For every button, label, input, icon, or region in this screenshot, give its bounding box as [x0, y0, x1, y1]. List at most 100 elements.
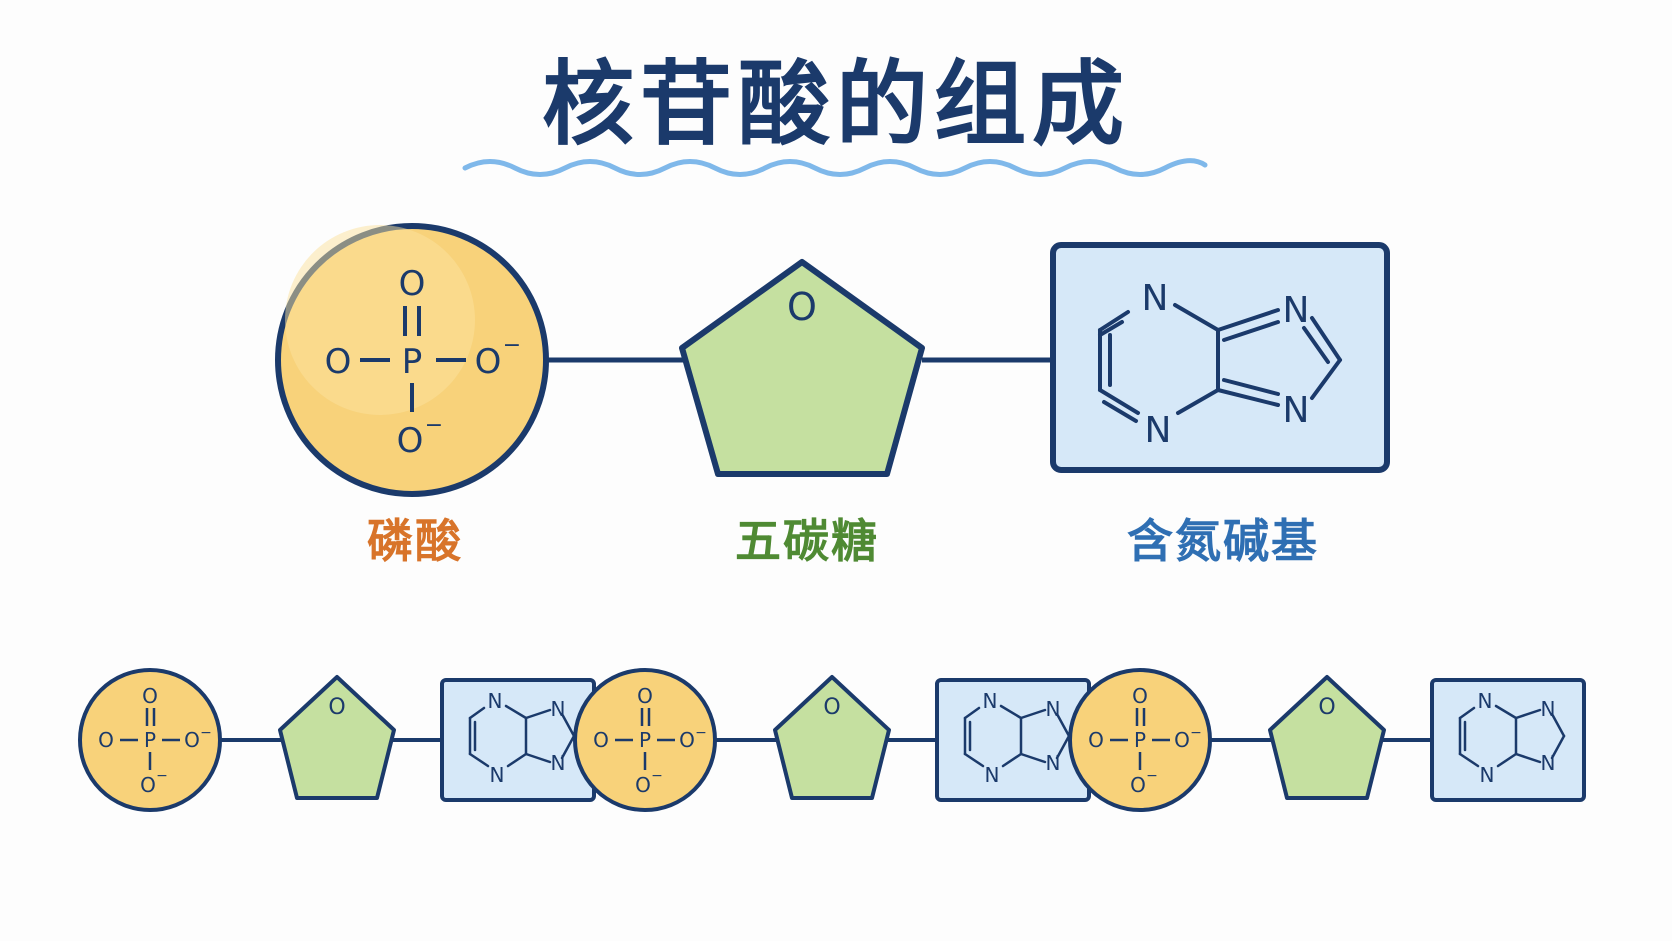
page-title: 核苷酸的组成: [541, 51, 1130, 158]
ring-bond: [1176, 388, 1220, 415]
chain-phosphate-circle: [573, 668, 717, 812]
sugar-ring-oxygen: O: [787, 285, 817, 329]
chain-ring-bond: [468, 752, 490, 768]
chain-sugar-pentagon: [278, 675, 396, 800]
label-sugar: 五碳糖: [735, 514, 879, 568]
chain-charge: −: [200, 725, 212, 741]
charge-right: −: [503, 333, 521, 358]
atom-oxygen-left: O: [325, 342, 352, 382]
chain-charge: −: [651, 768, 663, 784]
chain-ring-bond: [999, 704, 1023, 720]
atom-oxygen-right: O: [475, 342, 502, 382]
main-nucleotide: O P O O − O − O: [275, 223, 1390, 497]
chain-ring-bond: [1458, 752, 1480, 768]
chain-ring-bond: [1494, 704, 1518, 720]
chain-ring-bond: [524, 752, 552, 764]
sugar-pentagon: [679, 259, 925, 477]
chain-ring-bond: [963, 752, 985, 768]
chain-charge: −: [1190, 725, 1202, 741]
chain-base-nitrogen: N: [983, 689, 998, 713]
chain-ring-bond: [504, 704, 528, 720]
ring-bond: [1222, 320, 1280, 342]
chain-ring-bond: [1055, 734, 1071, 760]
chain-atom-oxygen: O: [1174, 728, 1190, 752]
chain-base-nitrogen: N: [551, 751, 566, 775]
chain-ring-bond: [560, 734, 576, 760]
ring-bond: [1216, 388, 1280, 407]
label-phosphate: 磷酸: [367, 514, 463, 568]
chain-ring-bond: [1019, 752, 1047, 764]
chain-ring-bond: [506, 752, 528, 768]
chain-base-nitrogen: N: [1541, 697, 1556, 721]
atom-oxygen-bottom: O: [397, 421, 424, 461]
chain-atom-oxygen: O: [637, 684, 653, 708]
ring-bond: [1098, 310, 1130, 332]
chain-atom-phosphorus: P: [639, 728, 651, 752]
atom-phosphorus: P: [402, 342, 423, 382]
chain-ring-bond: [1019, 708, 1047, 720]
chain-charge: −: [695, 725, 707, 741]
chain-sugar-oxygen: O: [823, 695, 840, 720]
base-ring-nitrogen: N: [1145, 410, 1172, 451]
base-group: N N N N: [1050, 242, 1390, 473]
ring-bond: [1102, 400, 1138, 423]
chain-atom-oxygen: O: [1132, 684, 1148, 708]
chain-ring-bond: [963, 706, 981, 720]
chain-atom-phosphorus: P: [144, 728, 156, 752]
chain-atom-oxygen: O: [679, 728, 695, 752]
chain-ring-bond: [1458, 706, 1476, 720]
chain-ring-bond: [1055, 712, 1071, 738]
chain-ring-bond: [1496, 752, 1518, 768]
chain-atom-oxygen: O: [635, 773, 651, 797]
chain-atom-oxygen: O: [142, 684, 158, 708]
base-ring-nitrogen: N: [1283, 290, 1310, 331]
chain-base-nitrogen: N: [1478, 689, 1493, 713]
chain-sugar-pentagon: [773, 675, 891, 800]
ring-bond: [1302, 326, 1330, 364]
ring-bond: [1222, 378, 1280, 396]
chain-ring-bond: [1550, 712, 1566, 738]
phosphate-highlight: [285, 225, 475, 415]
ring-bond: [1098, 320, 1124, 337]
ring-bond: [1310, 316, 1342, 362]
chain-base-nitrogen: N: [1046, 697, 1061, 721]
chain-ring-bond: [1550, 734, 1566, 760]
chain-atom-oxygen: O: [98, 728, 114, 752]
chain-sugar-pentagon: [1268, 675, 1386, 800]
chain-atom-oxygen: O: [1130, 773, 1146, 797]
chain-atom-oxygen: O: [1088, 728, 1104, 752]
chain-charge: −: [1146, 768, 1158, 784]
ring-bond: [1098, 388, 1140, 415]
ring-bond: [1310, 358, 1342, 400]
chain-base-nitrogen: N: [1480, 763, 1495, 787]
chain-base-nitrogen: N: [1541, 751, 1556, 775]
chain-base-nitrogen: N: [490, 763, 505, 787]
ring-bond: [1216, 308, 1280, 332]
chain-base-nitrogen: N: [551, 697, 566, 721]
chain-charge: −: [156, 768, 168, 784]
chain-atom-oxygen: O: [593, 728, 609, 752]
chain-ring-bond: [1001, 752, 1023, 768]
chain-base-nitrogen: N: [985, 763, 1000, 787]
base-ring-nitrogen: N: [1283, 390, 1310, 431]
chain-atom-oxygen: O: [184, 728, 200, 752]
chain-ring-bond: [524, 708, 552, 720]
chain-atom-oxygen: O: [140, 773, 156, 797]
label-base: 含氮碱基: [1127, 514, 1319, 568]
title-wave-underline: [462, 158, 1208, 177]
chain-ring-bond: [1514, 708, 1542, 720]
chain-phosphate-circle: [78, 668, 222, 812]
phosphate-group: O P O O − O −: [275, 223, 549, 497]
chain-sugar-oxygen: O: [1318, 695, 1335, 720]
chain-ring-bond: [468, 706, 486, 720]
charge-bottom: −: [425, 413, 443, 438]
atom-oxygen-top: O: [399, 264, 426, 304]
chain-ring-bond: [1514, 752, 1542, 764]
chain-ring-bond: [560, 712, 576, 738]
chain-base-nitrogen: N: [1046, 751, 1061, 775]
